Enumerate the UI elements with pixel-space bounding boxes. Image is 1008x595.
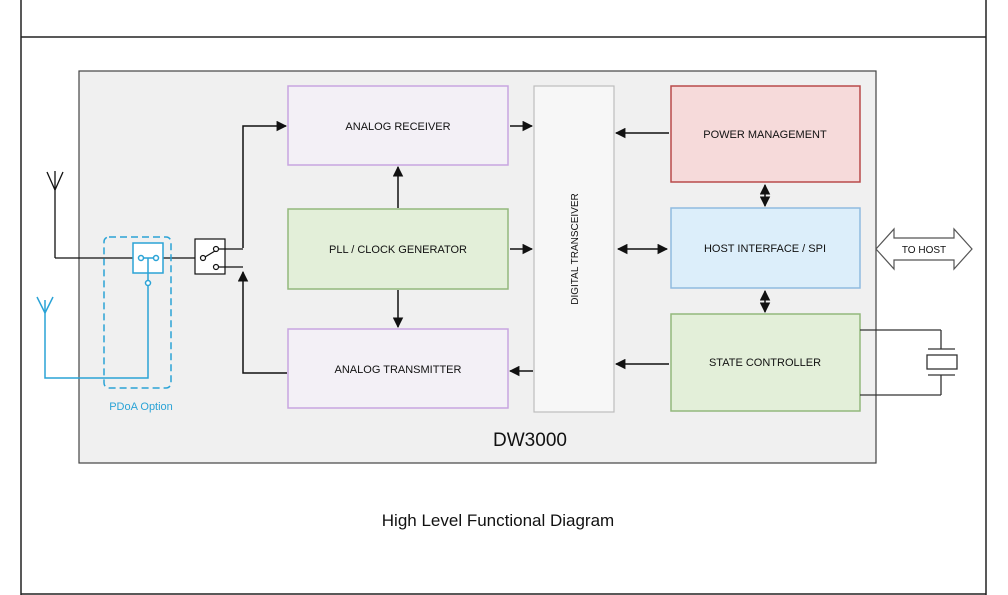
page-frame xyxy=(20,0,987,595)
pdoa-option-label: PDoA Option xyxy=(109,401,173,413)
crystal-icon xyxy=(860,329,958,396)
power-management-block xyxy=(670,85,861,183)
analog-transmitter-block xyxy=(287,328,509,409)
power-management-label: POWER MANAGEMENT xyxy=(703,129,827,141)
analog-receiver-block xyxy=(287,85,509,166)
diagram-caption: High Level Functional Diagram xyxy=(382,511,614,530)
signal-arrows xyxy=(237,120,771,377)
pdoa-option xyxy=(36,236,172,389)
host-interface-label: HOST INTERFACE / SPI xyxy=(704,243,826,255)
rf-switch xyxy=(194,238,243,275)
analog-receiver-label: ANALOG RECEIVER xyxy=(345,121,450,133)
digital-transceiver-label: DIGITAL TRANSCEIVER xyxy=(570,193,581,305)
chip-name: DW3000 xyxy=(493,430,567,451)
analog-transmitter-label: ANALOG TRANSMITTER xyxy=(335,364,462,376)
host-interface-block xyxy=(670,207,861,289)
to-host-arrow xyxy=(875,227,973,271)
digital-transceiver-block xyxy=(533,85,615,413)
state-controller-label: STATE CONTROLLER xyxy=(709,357,821,369)
to-host-label: TO HOST xyxy=(902,245,946,256)
pll-clock-block xyxy=(287,208,509,290)
pll-clock-label: PLL / CLOCK GENERATOR xyxy=(329,244,467,256)
antenna-icon xyxy=(46,171,199,259)
state-controller-block xyxy=(670,313,861,412)
